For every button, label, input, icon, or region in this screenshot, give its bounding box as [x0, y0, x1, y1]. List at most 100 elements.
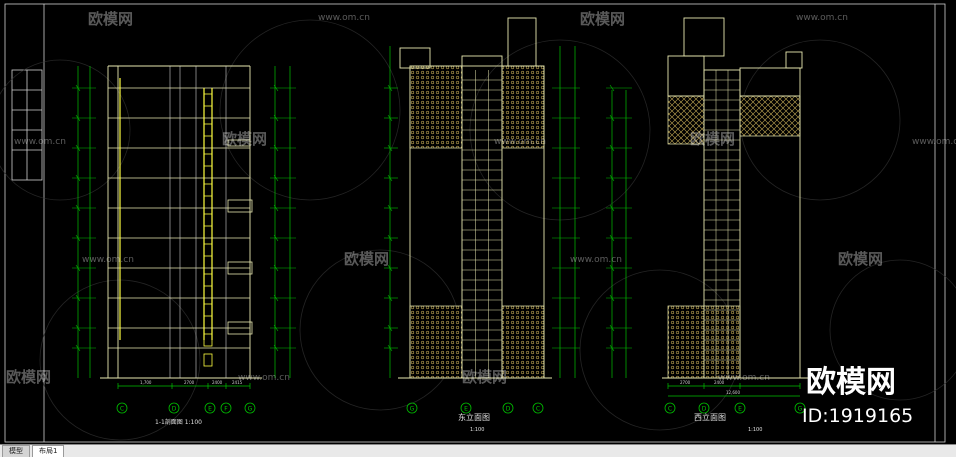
level-tick-mark: [387, 344, 393, 352]
section-dim-3: 2415: [232, 380, 243, 385]
level-tick-mark: [387, 144, 393, 152]
east-level-ticks: [384, 84, 580, 352]
level-tick-mark: [75, 144, 81, 152]
level-tick-mark: [75, 324, 81, 332]
watermark-site: www.om.cn: [912, 137, 956, 147]
section-stair-core: [119, 78, 213, 340]
axis-marker-G: G: [244, 402, 256, 414]
axis-marker-D: D: [168, 402, 180, 414]
section-dimension-right: [274, 66, 291, 378]
level-tick-mark: [609, 264, 615, 272]
east-caption: 东立面图: [458, 412, 490, 422]
watermark-site: www.om.cn: [718, 373, 770, 383]
watermark-brand: 欧模网: [690, 130, 735, 148]
level-tick-mark: [609, 344, 615, 352]
level-tick-mark: [609, 234, 615, 242]
tab-layout1[interactable]: 布局1: [32, 445, 65, 457]
svg-text:D: D: [172, 406, 177, 413]
watermark-brand: 欧模网: [838, 250, 883, 268]
axis-marker-G: G: [794, 402, 806, 414]
section-dim-0: 1,700: [140, 380, 152, 385]
axis-marker-C: C: [116, 402, 128, 414]
svg-text:C: C: [668, 406, 672, 413]
level-tick-mark: [75, 264, 81, 272]
svg-text:F: F: [224, 406, 228, 413]
svg-text:C: C: [536, 406, 540, 413]
svg-text:C: C: [120, 406, 124, 413]
stair-window: [203, 273, 213, 287]
svg-text:G: G: [410, 406, 415, 413]
stair-window: [203, 183, 213, 197]
level-tick-mark: [609, 294, 615, 302]
level-tick-mark: [273, 144, 279, 152]
watermark-site: www.om.cn: [82, 255, 134, 265]
axis-marker-D: D: [698, 402, 710, 414]
watermark-site: www.om.cn: [796, 13, 848, 23]
watermark-brand: 欧模网: [580, 10, 625, 28]
west-upper-hatch: [667, 95, 705, 145]
section-axis-markers: C D E F G: [116, 402, 256, 414]
east-left-hatch-top: [409, 65, 463, 149]
svg-text:G: G: [798, 406, 803, 413]
west-bottom-dims: [667, 383, 801, 397]
svg-text:E: E: [738, 406, 742, 413]
level-tick-mark: [387, 174, 393, 182]
level-tick-mark: [75, 84, 81, 92]
axis-marker-E: E: [460, 402, 472, 414]
watermark-badge: 欧模网 ID:1919165: [802, 365, 913, 427]
watermark-site: www.om.cn: [318, 13, 370, 23]
section-level-ticks-right: [270, 84, 296, 352]
west-dim-1: 2400: [714, 380, 725, 385]
section-dim-1: 2700: [184, 380, 195, 385]
stair-window: [203, 333, 213, 347]
sheet-border: [4, 3, 946, 443]
level-tick-mark: [609, 204, 615, 212]
level-tick-mark: [273, 294, 279, 302]
stair-window: [203, 303, 213, 317]
level-tick-mark: [387, 294, 393, 302]
section-caption: 1-1剖面图 1:100: [155, 418, 202, 426]
watermark-site: www.om.cn: [238, 373, 290, 383]
east-dimension-lines: [389, 46, 576, 378]
cad-drawing-canvas[interactable]: 1,700 2700 2400 2415 C D E F G 1-1剖面图 1:…: [0, 0, 956, 444]
watermark-brand: 欧模网: [344, 250, 389, 268]
level-tick-mark: [75, 234, 81, 242]
section-outline: [100, 65, 262, 379]
watermark-logo: 欧模网: [806, 365, 896, 400]
axis-marker-F: F: [220, 402, 232, 414]
stair-window: [203, 93, 213, 107]
watermark-site: www.om.cn: [570, 255, 622, 265]
east-scale: 1:100: [470, 427, 484, 433]
east-axis-markers: G E D C: [406, 402, 544, 414]
level-tick-mark: [273, 234, 279, 242]
level-tick-mark: [609, 324, 615, 332]
level-tick-mark: [75, 114, 81, 122]
west-dim-2: 12,600: [726, 390, 740, 395]
level-tick-mark: [609, 84, 615, 92]
west-scale: 1:100: [748, 427, 762, 433]
watermark-brand: 欧模网: [462, 368, 507, 386]
level-tick-mark: [273, 84, 279, 92]
west-level-ticks: [606, 84, 632, 352]
svg-text:G: G: [248, 406, 253, 413]
watermark-brand: 欧模网: [6, 368, 51, 386]
stair-window: [203, 153, 213, 167]
level-tick-mark: [75, 204, 81, 212]
watermark-id: ID:1919165: [802, 405, 913, 427]
level-tick-mark: [273, 114, 279, 122]
west-right-hatch: [739, 95, 801, 137]
axis-marker-C: C: [664, 402, 676, 414]
level-tick-mark: [75, 294, 81, 302]
section-bottom-dims: [117, 383, 251, 389]
east-outline: [398, 17, 552, 379]
svg-text:D: D: [702, 406, 707, 413]
watermark-brand: 欧模网: [88, 10, 133, 28]
tab-model[interactable]: 模型: [2, 445, 30, 457]
level-tick-mark: [273, 204, 279, 212]
svg-text:E: E: [208, 406, 212, 413]
level-tick-mark: [273, 344, 279, 352]
west-axis-markers: C D E G: [664, 402, 806, 414]
level-tick-mark: [387, 114, 393, 122]
axis-marker-E: E: [734, 402, 746, 414]
east-core-windows: [462, 70, 502, 378]
